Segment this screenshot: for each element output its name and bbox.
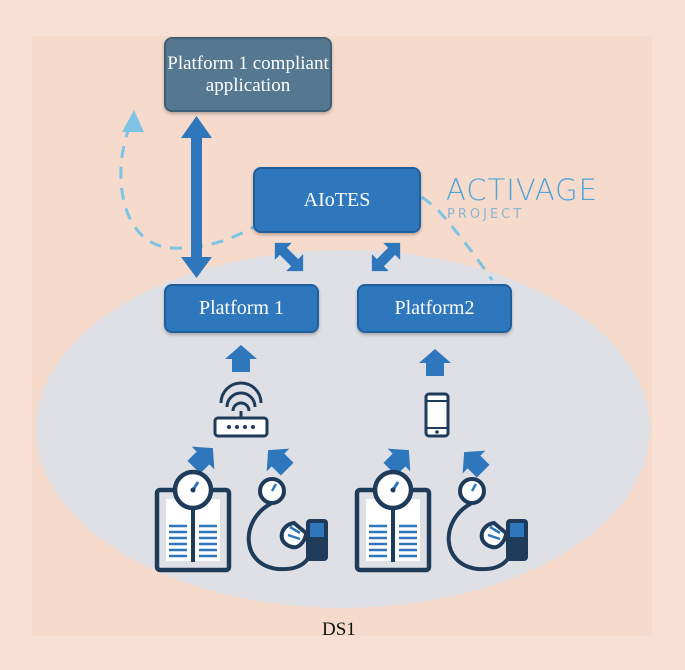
logo-sub-text: PROJECT	[447, 207, 525, 222]
bp1-to-router-arrow	[256, 438, 299, 481]
body-scale-icon	[157, 472, 229, 570]
app-node: Platform 1 compliant application	[164, 37, 332, 112]
blood-pressure-monitor-icon	[446, 477, 530, 572]
platform1-node-label: Platform 1	[199, 297, 284, 319]
app-platform1-double-arrow	[181, 116, 212, 278]
ds1-label: DS1	[322, 619, 356, 640]
router-icon	[213, 381, 269, 438]
phone-to-platform2-arrow	[419, 349, 451, 376]
router-to-platform1-arrow	[225, 345, 257, 372]
bp2-to-phone-arrow	[452, 440, 495, 483]
platform1-node: Platform 1	[164, 284, 319, 333]
smartphone-icon	[424, 392, 450, 438]
ds1-region	[36, 250, 650, 608]
aiotes-node-label: AIoTES	[303, 188, 371, 211]
aiotes-platform1-arrow	[274, 242, 304, 272]
aiotes-node: AIoTES	[253, 167, 421, 233]
platform2-node-label: Platform2	[394, 297, 475, 319]
dashed-arrowhead	[122, 110, 144, 132]
blood-pressure-monitor-icon	[246, 477, 330, 572]
body-scale-icon	[357, 472, 429, 570]
app-node-label: Platform 1 compliant application	[167, 52, 329, 96]
activage-logo: ACTIVAGE PROJECT	[446, 173, 606, 235]
aiotes-platform2-arrow	[371, 242, 401, 272]
platform2-node: Platform2	[357, 284, 512, 333]
logo-main-text: ACTIVAGE	[446, 173, 598, 207]
